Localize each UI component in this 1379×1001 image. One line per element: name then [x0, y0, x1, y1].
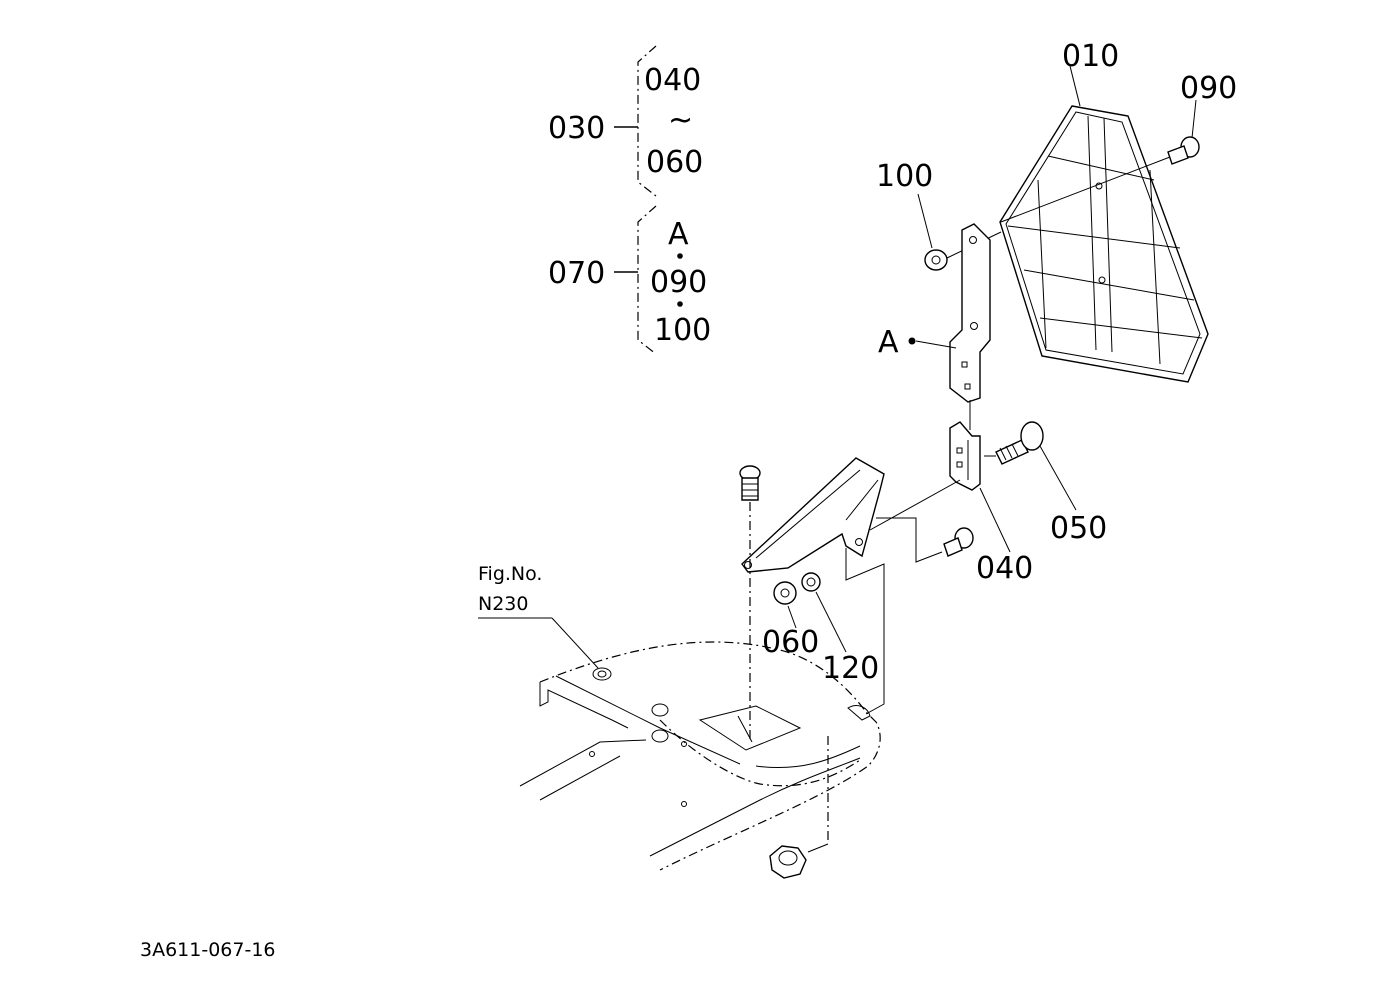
group-030-bracket	[637, 45, 657, 197]
part-040-plate	[949, 421, 981, 491]
callout-100: 100	[876, 159, 933, 194]
figref-line1: Fig.No.	[478, 563, 542, 585]
callout-060: 060	[762, 625, 819, 660]
figref-line2: N230	[478, 593, 528, 615]
callout-040: 040	[976, 551, 1033, 586]
part-top-bolt	[739, 465, 761, 740]
group-030-from: 040	[644, 63, 701, 98]
part-090-bolt	[1000, 136, 1200, 223]
group-030-legend: 030 040 ~ 060	[548, 45, 703, 197]
part-small-bolt	[943, 527, 974, 557]
group-030-tilde: ~	[668, 103, 693, 138]
callout-050: 050	[1050, 511, 1107, 546]
part-050-bolt	[984, 421, 1044, 465]
group-030-to: 060	[646, 145, 703, 180]
part-010-screen	[999, 105, 1209, 383]
callout-120: 120	[822, 651, 879, 686]
group-070-b: 090	[650, 265, 707, 300]
part-stay-bracket	[741, 457, 961, 573]
group-070-a: A	[668, 217, 689, 252]
drawing-number: 3A611-067-16	[140, 939, 276, 961]
part-120-washer	[801, 572, 821, 592]
part-bottom-nut	[769, 845, 807, 879]
callout-a: A	[878, 325, 899, 360]
callout-090: 090	[1180, 71, 1237, 106]
group-070-bracket	[637, 205, 657, 355]
part-060-nut	[773, 581, 797, 605]
part-bracket-a	[949, 223, 991, 430]
fender-reference	[519, 641, 881, 871]
group-070-legend: 070 A 090 100	[548, 205, 711, 355]
group-070-c: 100	[654, 313, 711, 348]
group-030-code: 030	[548, 111, 605, 146]
callout-010: 010	[1062, 39, 1119, 74]
group-070-code: 070	[548, 256, 605, 291]
